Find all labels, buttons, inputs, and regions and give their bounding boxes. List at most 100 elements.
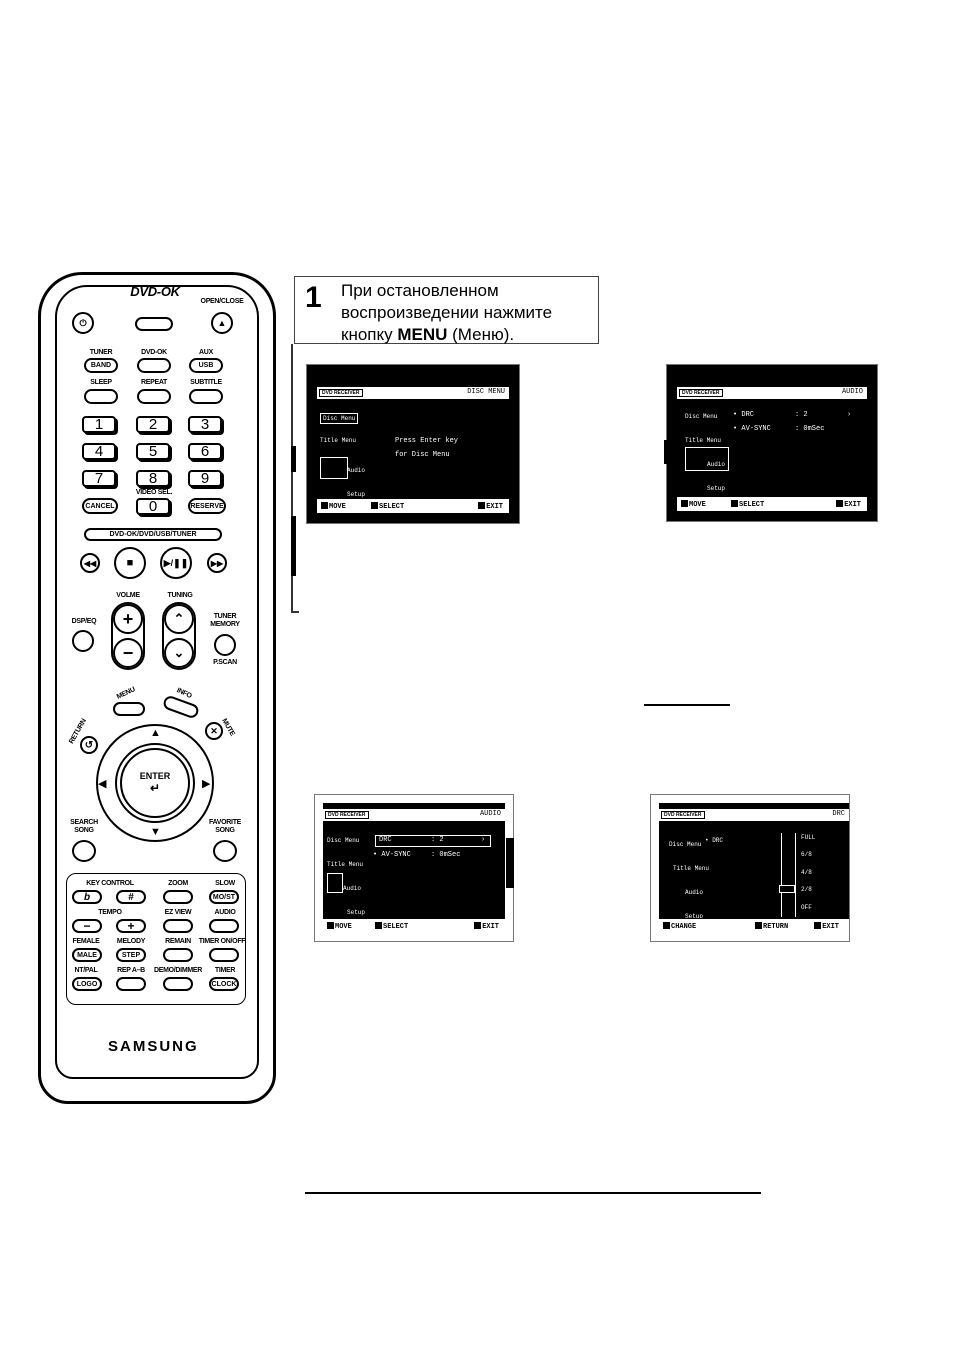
band-button[interactable]: BAND [84,358,118,373]
melody-label: MELODY [116,938,146,945]
ntpal-label: NT/PAL [74,967,98,974]
drc-level-full: FULL [801,834,816,841]
row-avsync-label: • AV-SYNC [373,851,411,859]
eject-button[interactable]: ▲ [211,312,233,334]
male-button[interactable]: MALE [72,948,102,962]
header-left: DVD RECEIVER [679,389,723,397]
subtitle-button[interactable] [189,389,223,404]
key-8[interactable]: 8 [136,470,170,487]
side-item-disc-menu[interactable]: Disc Menu [320,413,359,424]
key-5[interactable]: 5 [136,443,170,460]
rep-ab-button[interactable] [116,977,146,991]
tempo-down-button[interactable]: − [72,919,102,933]
repeat-button[interactable] [137,389,171,404]
eject-icon: ▲ [217,318,227,328]
side-item-setup[interactable]: Setup [347,909,366,916]
key-9[interactable]: 9 [188,470,222,487]
drc-slider-thumb[interactable] [779,885,795,893]
tuning-up-button[interactable]: ⌃ [164,604,194,634]
tuning-label: TUNING [167,592,193,599]
header-right: DRC [832,810,845,818]
tuner-memory-button[interactable] [214,634,236,656]
power-button[interactable]: ⏻ [72,312,94,334]
volume-down-button[interactable]: − [113,638,143,668]
prev-button[interactable]: ◀◀ [80,553,100,573]
play-pause-button[interactable]: ▶/❚❚ [160,547,192,579]
key-6[interactable]: 6 [188,443,222,460]
menu-button[interactable] [113,702,145,716]
cancel-button[interactable]: CANCEL [82,498,118,514]
logo-button[interactable]: LOGO [72,977,102,991]
search-song-button[interactable] [72,840,96,862]
side-item-title-menu[interactable]: Title Menu [685,437,722,444]
side-item-audio[interactable]: Audio [707,461,726,468]
side-item-title-menu[interactable]: Title Menu [673,865,710,872]
key-7[interactable]: 7 [82,470,116,487]
remain-button[interactable] [163,948,193,962]
chevron-down-icon: ⌄ [173,645,185,660]
slow-label: SLOW [215,880,235,887]
reserve-button[interactable]: RESERVE [188,498,226,514]
side-item-audio[interactable]: Audio [685,889,704,896]
side-item-title-menu[interactable]: Title Menu [320,437,357,444]
side-item-disc-menu[interactable]: Disc Menu [685,413,718,420]
key-control-label: KEY CONTROL [86,880,134,887]
side-item-disc-menu[interactable]: Disc Menu [327,837,360,844]
side-item-setup[interactable]: Setup [707,485,726,492]
mo-st-button[interactable]: MO/ST [209,890,239,904]
next-button[interactable]: ▶▶ [207,553,227,573]
exit-icon [814,922,822,929]
stop-button[interactable]: ■ [114,547,146,579]
timer-onoff-button[interactable] [209,948,239,962]
zoom-button[interactable] [163,890,193,904]
tuning-down-button[interactable]: ⌄ [164,638,194,668]
key-2[interactable]: 2 [136,416,170,433]
nav-down-button[interactable]: ▼ [150,826,161,838]
blank-top-button[interactable] [135,317,173,331]
side-item-audio[interactable]: Audio [343,885,362,892]
side-item-title-menu[interactable]: Title Menu [327,861,364,868]
key-3[interactable]: 3 [188,416,222,433]
drc-level-2-8: 2/8 [801,886,812,893]
dvd-ok-button[interactable] [137,358,171,373]
return-button[interactable]: ↺ [80,736,98,754]
nav-up-button[interactable]: ▲ [150,727,161,739]
drc-item-label: • DRC [705,837,724,844]
drc-highlight[interactable] [375,835,491,847]
header-right: AUDIO [841,388,863,396]
audio-button[interactable] [209,919,239,933]
nav-right-button[interactable]: ▶ [202,778,211,790]
side-item-setup[interactable]: Setup [685,913,704,920]
p-scan-label: P.SCAN [213,659,237,666]
key-4[interactable]: 4 [82,443,116,460]
remote-inner-frame [55,285,259,1079]
chevron-up-icon: ⌃ [173,611,185,626]
step-line-3c: (Меню). [447,325,515,344]
step-button[interactable]: STEP [116,948,146,962]
side-item-setup[interactable]: Setup [347,491,366,498]
key-0[interactable]: 0 [136,498,170,515]
key-sharp-button[interactable]: # [116,890,146,904]
volume-up-button[interactable]: + [113,604,143,634]
plus-icon: + [122,608,134,629]
step-side-rule-end [291,611,299,613]
nav-left-button[interactable]: ◀ [98,778,107,790]
enter-button[interactable]: ENTER ↵ [120,748,190,818]
tempo-up-button[interactable]: + [116,919,146,933]
message-line-1: Press Enter key [395,437,459,445]
audio-label: AUDIO [214,909,236,916]
ez-view-button[interactable] [163,919,193,933]
side-item-audio[interactable]: Audio [347,467,366,474]
footer-exit: EXIT [836,500,861,509]
demo-dimmer-button[interactable] [163,977,193,991]
mute-button[interactable]: ✕ [205,722,223,740]
favorite-song-button[interactable] [213,840,237,862]
key-flat-button[interactable]: b [72,890,102,904]
row-drc-value: : 2 [431,836,444,844]
side-item-disc-menu[interactable]: Disc Menu [669,841,702,848]
sleep-button[interactable] [84,389,118,404]
key-1[interactable]: 1 [82,416,116,433]
usb-button[interactable]: USB [189,358,223,373]
dsp-eq-button[interactable] [72,630,94,652]
clock-button[interactable]: CLOCK [209,977,239,991]
